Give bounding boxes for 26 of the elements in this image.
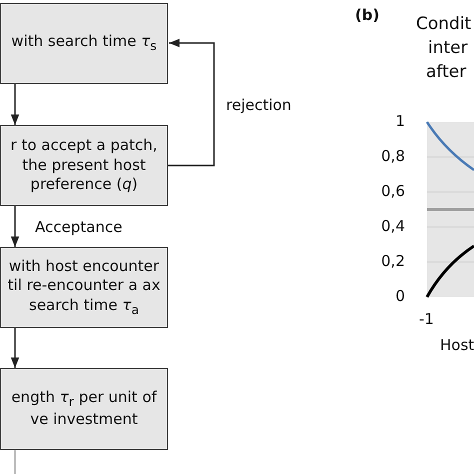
chart-title: Condit [416,14,472,34]
chart-title: after [426,62,466,82]
edge-label: rejection [226,96,292,114]
step-text: ength τ$_{r}$ per unit of ve investment [10,388,158,430]
process-box [0,368,168,450]
step-text: r to accept a patch, the present host preference (q) [10,136,158,195]
step-text: with search time τ$_{s}$ [10,32,158,55]
edge-label: Acceptance [35,218,122,236]
tick-label: 0,6 [381,182,405,200]
chart-title: inter [428,38,468,58]
arrow [168,38,215,166]
axis-label: Host [440,336,474,354]
arrow [10,84,20,125]
tick-label: 0,8 [381,147,405,165]
step-text: with host encounter til re-encounter a ax search time τ$_{a}$ [6,256,162,318]
arrow [10,328,20,368]
tick-label: 1 [395,112,405,130]
process-box [0,247,168,328]
tick-label: 0,2 [381,252,405,270]
process-box [0,3,168,84]
tick-label: 0 [395,287,405,305]
panel-label: (b) [355,6,380,24]
tick-label: -1 [419,310,434,328]
process-box [0,125,168,206]
tick-label: 0,4 [381,217,405,235]
arrow [10,206,20,247]
